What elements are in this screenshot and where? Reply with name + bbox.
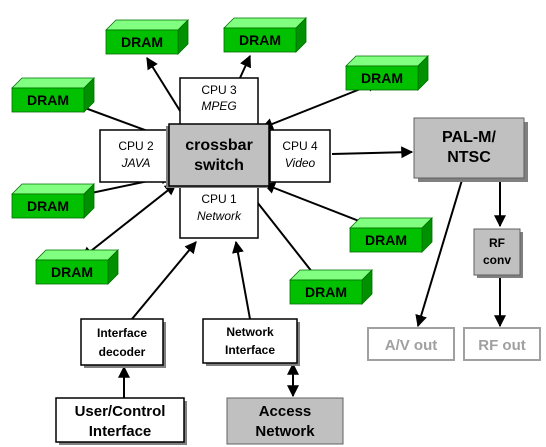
dram-label: DRAM (27, 198, 69, 214)
rf-conv-line1: RF (489, 236, 505, 250)
dram-label: DRAM (121, 34, 163, 50)
cpu1-name: CPU 1 (201, 192, 237, 206)
connector-arrow (331, 146, 414, 159)
palm-line1: PAL-M/ (442, 129, 496, 146)
palm-ntsc-box: PAL-M/ NTSC (413, 117, 528, 182)
dram-module: DRAM (289, 269, 373, 305)
network-interface-box: Network Interface (202, 318, 300, 366)
cpu2-role: JAVA (121, 156, 151, 170)
av-out-label: A/V out (385, 337, 438, 354)
cpu4-role: Video (285, 156, 316, 170)
access-network-line1: Access (259, 403, 312, 420)
dram-module: DRAM (105, 19, 189, 55)
cpu2-box: CPU 2 JAVA (99, 129, 177, 183)
cpu4-box: CPU 4 Video (269, 129, 331, 183)
access-network-line2: Network (255, 423, 315, 440)
cpu1-box: CPU 1 Network (179, 185, 259, 239)
connector-arrow (81, 183, 177, 259)
dram-module: DRAM (345, 55, 429, 91)
dram-label: DRAM (361, 70, 403, 86)
palm-line2: NTSC (447, 149, 491, 166)
interface-decoder-line2: decoder (99, 345, 146, 359)
dram-module: DRAM (35, 249, 119, 285)
connector-arrow (232, 240, 251, 320)
crossbar-line2: switch (194, 157, 244, 174)
interface-decoder-box: Interface decoder (80, 318, 166, 368)
cpu3-box: CPU 3 MPEG (179, 77, 259, 129)
dram-modules: DRAM DRAM DRAM DRAM DRAM DRAM DRAM DRAM (11, 17, 433, 305)
user-control-line1: User/Control (75, 403, 166, 420)
rf-out-box: RF out (463, 327, 541, 361)
dram-module: DRAM (223, 17, 307, 53)
dram-module: DRAM (11, 77, 95, 113)
rf-conv-line2: conv (483, 253, 511, 267)
cpu3-name: CPU 3 (201, 83, 237, 97)
network-interface-line2: Interface (225, 343, 275, 357)
dram-label: DRAM (27, 92, 69, 108)
crossbar-line1: crossbar (185, 137, 253, 154)
cpu2-name: CPU 2 (118, 139, 154, 153)
cpu3-role: MPEG (201, 99, 236, 113)
av-out-box: A/V out (367, 327, 455, 361)
interface-decoder-line1: Interface (97, 326, 147, 340)
dram-label: DRAM (51, 264, 93, 280)
rf-conv-box: RF conv (473, 228, 523, 278)
access-network-box: Access Network (226, 397, 344, 445)
connector-arrow (415, 179, 463, 328)
crossbar-switch: crossbar switch (166, 123, 270, 188)
dram-module: DRAM (349, 217, 433, 253)
cpu1-role: Network (197, 209, 242, 223)
cpu4-name: CPU 4 (282, 139, 318, 153)
network-interface-line1: Network (226, 325, 274, 339)
dram-label: DRAM (365, 232, 407, 248)
rf-out-label: RF out (478, 337, 525, 354)
connector-arrow (131, 241, 197, 320)
user-control-interface-box: User/Control Interface (55, 397, 187, 445)
dram-label: DRAM (239, 32, 281, 48)
user-control-line2: Interface (89, 423, 152, 440)
connector-arrows (56, 54, 506, 398)
dram-module: DRAM (11, 183, 95, 219)
dram-label: DRAM (305, 284, 347, 300)
